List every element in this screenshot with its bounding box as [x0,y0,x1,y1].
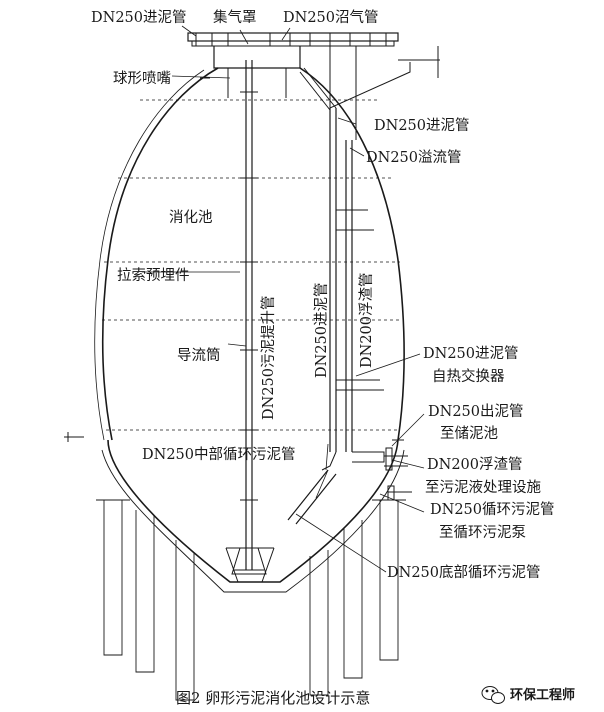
watermark: 环保工程师 [481,686,575,704]
label-lift-pipe: DN250污泥提升管 [260,296,277,421]
digester-shell [94,67,405,593]
label-gas-hood: 集气罩 [213,9,257,26]
label-to-pump: 至循环污泥泵 [439,524,526,541]
label-recirc: DN250循环污泥管 [430,501,555,518]
label-guide-tube: 导流筒 [177,347,221,364]
label-outlet: DN250出泥管 [428,403,524,420]
label-to-treatment: 至污泥液处理设施 [425,479,541,496]
label-overflow: DN250溢流管 [366,149,462,166]
label-heat-exchanger: 自热交换器 [432,367,505,385]
leader-lines [142,25,425,573]
label-inlet-mid: DN250进泥管 [423,345,519,362]
label-scum-pipe: DN200浮渣管 [427,456,523,473]
labels: DN250进泥管 集气罩 DN250沼气管 球形喷嘴 DN250进泥管 DN25… [91,9,555,581]
label-digester: 消化池 [169,209,213,226]
wechat-icon [481,686,505,704]
label-scum-vertical: DN200浮渣管 [358,273,375,369]
label-spray-nozzle: 球形喷嘴 [113,70,171,87]
label-inlet-right: DN250进泥管 [374,117,470,134]
figure-caption: 图2 卵形污泥消化池设计示意 [176,689,370,707]
label-mid-recirc: DN250中部循环污泥管 [142,446,296,463]
label-to-storage: 至储泥池 [440,425,498,442]
label-inlet-vertical: DN250进泥管 [313,283,330,379]
watermark-text: 环保工程师 [510,687,575,703]
external-outlets [384,439,412,501]
top-platform [187,32,440,140]
label-bottom-recirc: DN250底部循环污泥管 [387,564,541,581]
label-inlet-top: DN250进泥管 [91,9,187,26]
label-biogas-pipe: DN250沼气管 [283,9,379,26]
label-cable-embed: 拉索预埋件 [117,267,190,284]
support-piles [96,499,406,701]
vertical-pipes [287,67,385,525]
